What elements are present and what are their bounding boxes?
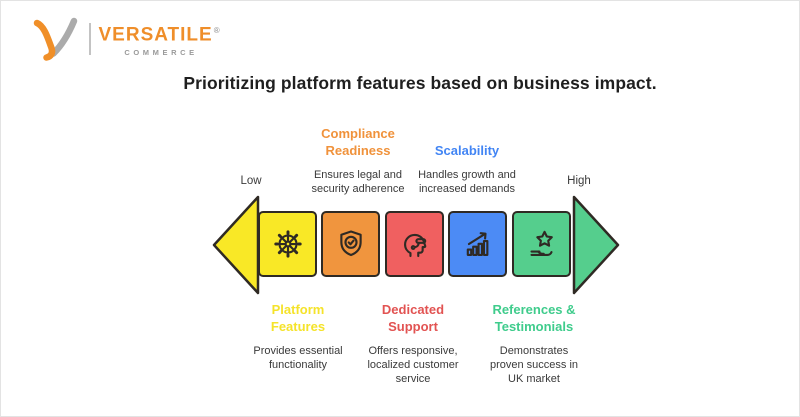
feature-title: Platform Features — [270, 302, 326, 334]
feature-description: Provides essential functionality — [253, 345, 343, 371]
logo-v-icon — [33, 17, 78, 61]
versatile-commerce-logo: VERSATILE® COMMERCE — [31, 16, 221, 62]
segment-scalability — [448, 211, 507, 277]
segment-dedicated-support — [385, 211, 444, 277]
feature-title: Dedicated Support — [381, 302, 445, 334]
logo-divider — [89, 23, 91, 55]
feature-description: Offers responsive, localized customer se… — [367, 345, 459, 385]
segment-platform-features — [258, 211, 317, 277]
feature-description: Handles growth and increased demands — [418, 169, 516, 195]
feature-title: References & Testimonials — [492, 302, 576, 334]
scale-high-label: High — [567, 175, 591, 187]
feature-title: Compliance Readiness — [321, 126, 395, 158]
page-title: Prioritizing platform features based on … — [183, 73, 657, 93]
feature-label-dedicated-support: Dedicated Support Offers responsive, loc… — [343, 301, 483, 386]
star-hand-icon — [529, 230, 553, 256]
shield-check-icon — [339, 230, 362, 257]
feature-label-platform-features: Platform Features Provides essential fun… — [228, 301, 368, 372]
feature-title: Scalability — [434, 143, 500, 158]
feature-label-scalability: Scalability Handles growth and increased… — [392, 121, 542, 196]
support-agent-icon — [403, 233, 426, 258]
low-impact-arrowhead — [212, 195, 260, 295]
segment-references-testimonials — [512, 211, 571, 277]
logo-brand-text: VERSATILE® — [99, 21, 221, 45]
feature-label-references-testimonials: References & Testimonials Demonstrates p… — [464, 301, 604, 386]
registered-trademark-mark: ® — [213, 26, 221, 36]
logo-subtitle-text: COMMERCE — [124, 47, 198, 57]
segment-compliance-readiness — [321, 211, 380, 277]
feature-description: Ensures legal and security adherence — [311, 169, 405, 195]
scale-low-label: Low — [240, 175, 262, 187]
gear-icon — [273, 230, 302, 258]
logo-text: VERSATILE® COMMERCE — [99, 21, 221, 57]
feature-label-compliance-readiness: Compliance Readiness Ensures legal and s… — [283, 121, 433, 196]
growth-chart-icon — [466, 232, 488, 256]
logo-brand-word: VERSATILE — [98, 24, 213, 46]
high-impact-arrowhead — [572, 195, 620, 295]
feature-description: Demonstrates proven success in UK market — [489, 345, 579, 385]
